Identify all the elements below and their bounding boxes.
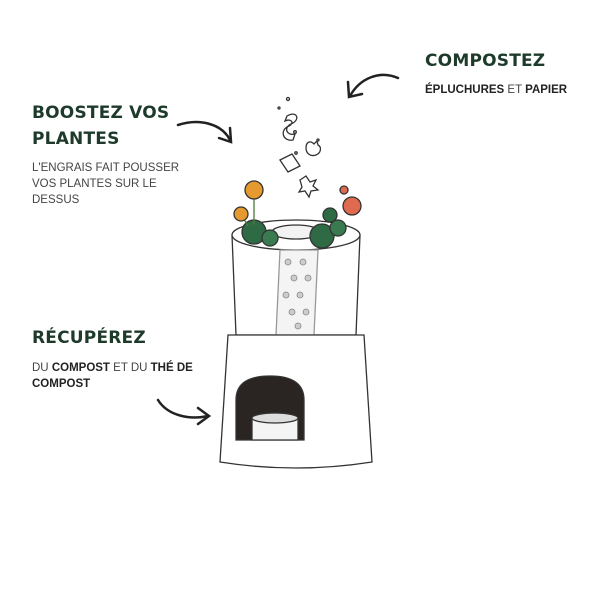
falling-scraps-icon [277,96,322,199]
compost-heading: COMPOSTEZ [425,51,546,71]
desc-bold: COMPOST [51,362,110,374]
desc-text: ET DU [109,362,151,374]
recover-description: DU COMPOST ET DU THÉ DE COMPOST [32,360,202,392]
recover-heading: RÉCUPÉREZ [32,328,146,348]
desc-text: ET [504,84,526,96]
arrow-compost [346,73,400,99]
arrow-boost [176,120,233,144]
boost-heading: BOOSTEZ VOS PLANTES [32,100,169,152]
compost-description: ÉPLUCHURES ET PAPIER [425,82,567,98]
arrow-recover [156,398,212,426]
desc-bold: PAPIER [525,84,568,96]
heading-line: BOOSTEZ VOS [32,103,170,123]
desc-bold: THÉ DE COMPOST [32,362,193,390]
composter-base [219,334,373,469]
heading-line: PLANTES [32,129,120,149]
boost-description: L'ENGRAIS FAIT POUSSER VOS PLANTES SUR L… [32,162,180,206]
desc-bold: ÉPLUCHURES [425,84,505,96]
plants-icon [233,180,362,249]
desc-text: DU [32,362,52,374]
